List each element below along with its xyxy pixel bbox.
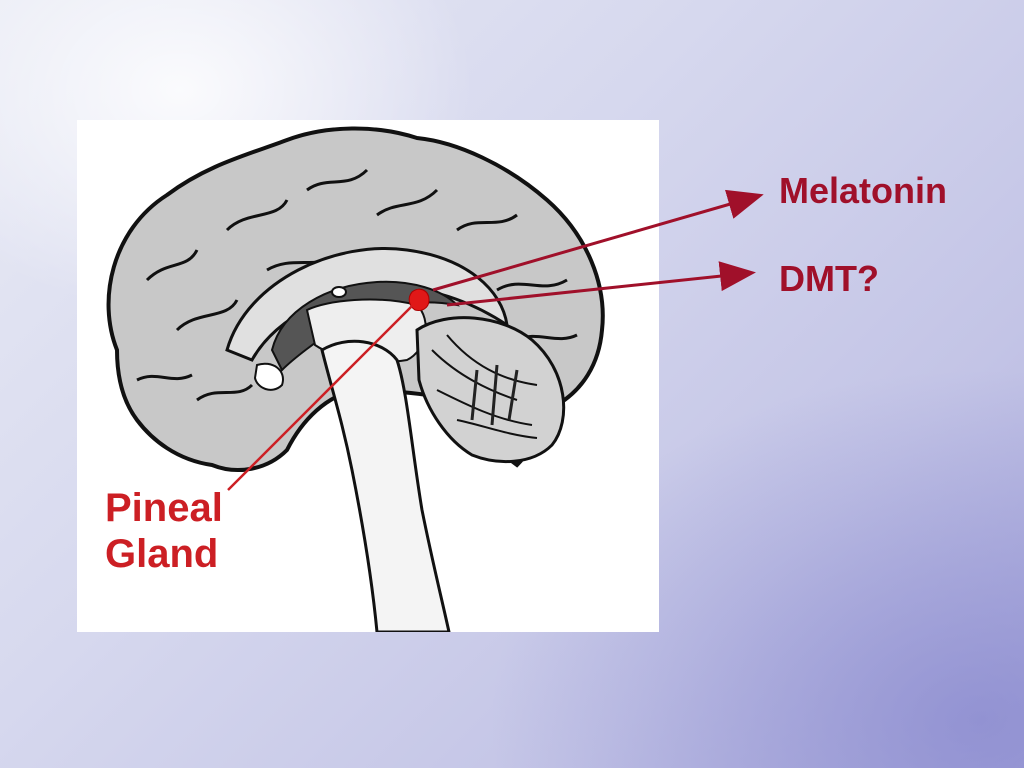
pineal-gland-label: Pineal Gland [105, 485, 275, 577]
label-melatonin: Melatonin [779, 170, 947, 211]
pineal-gland-marker [408, 288, 430, 311]
pineal-label-line1: Pineal [105, 486, 223, 530]
label-dmt: DMT? [779, 258, 879, 299]
pineal-label-line2: Gland [105, 532, 219, 576]
cerebellum [415, 316, 566, 464]
